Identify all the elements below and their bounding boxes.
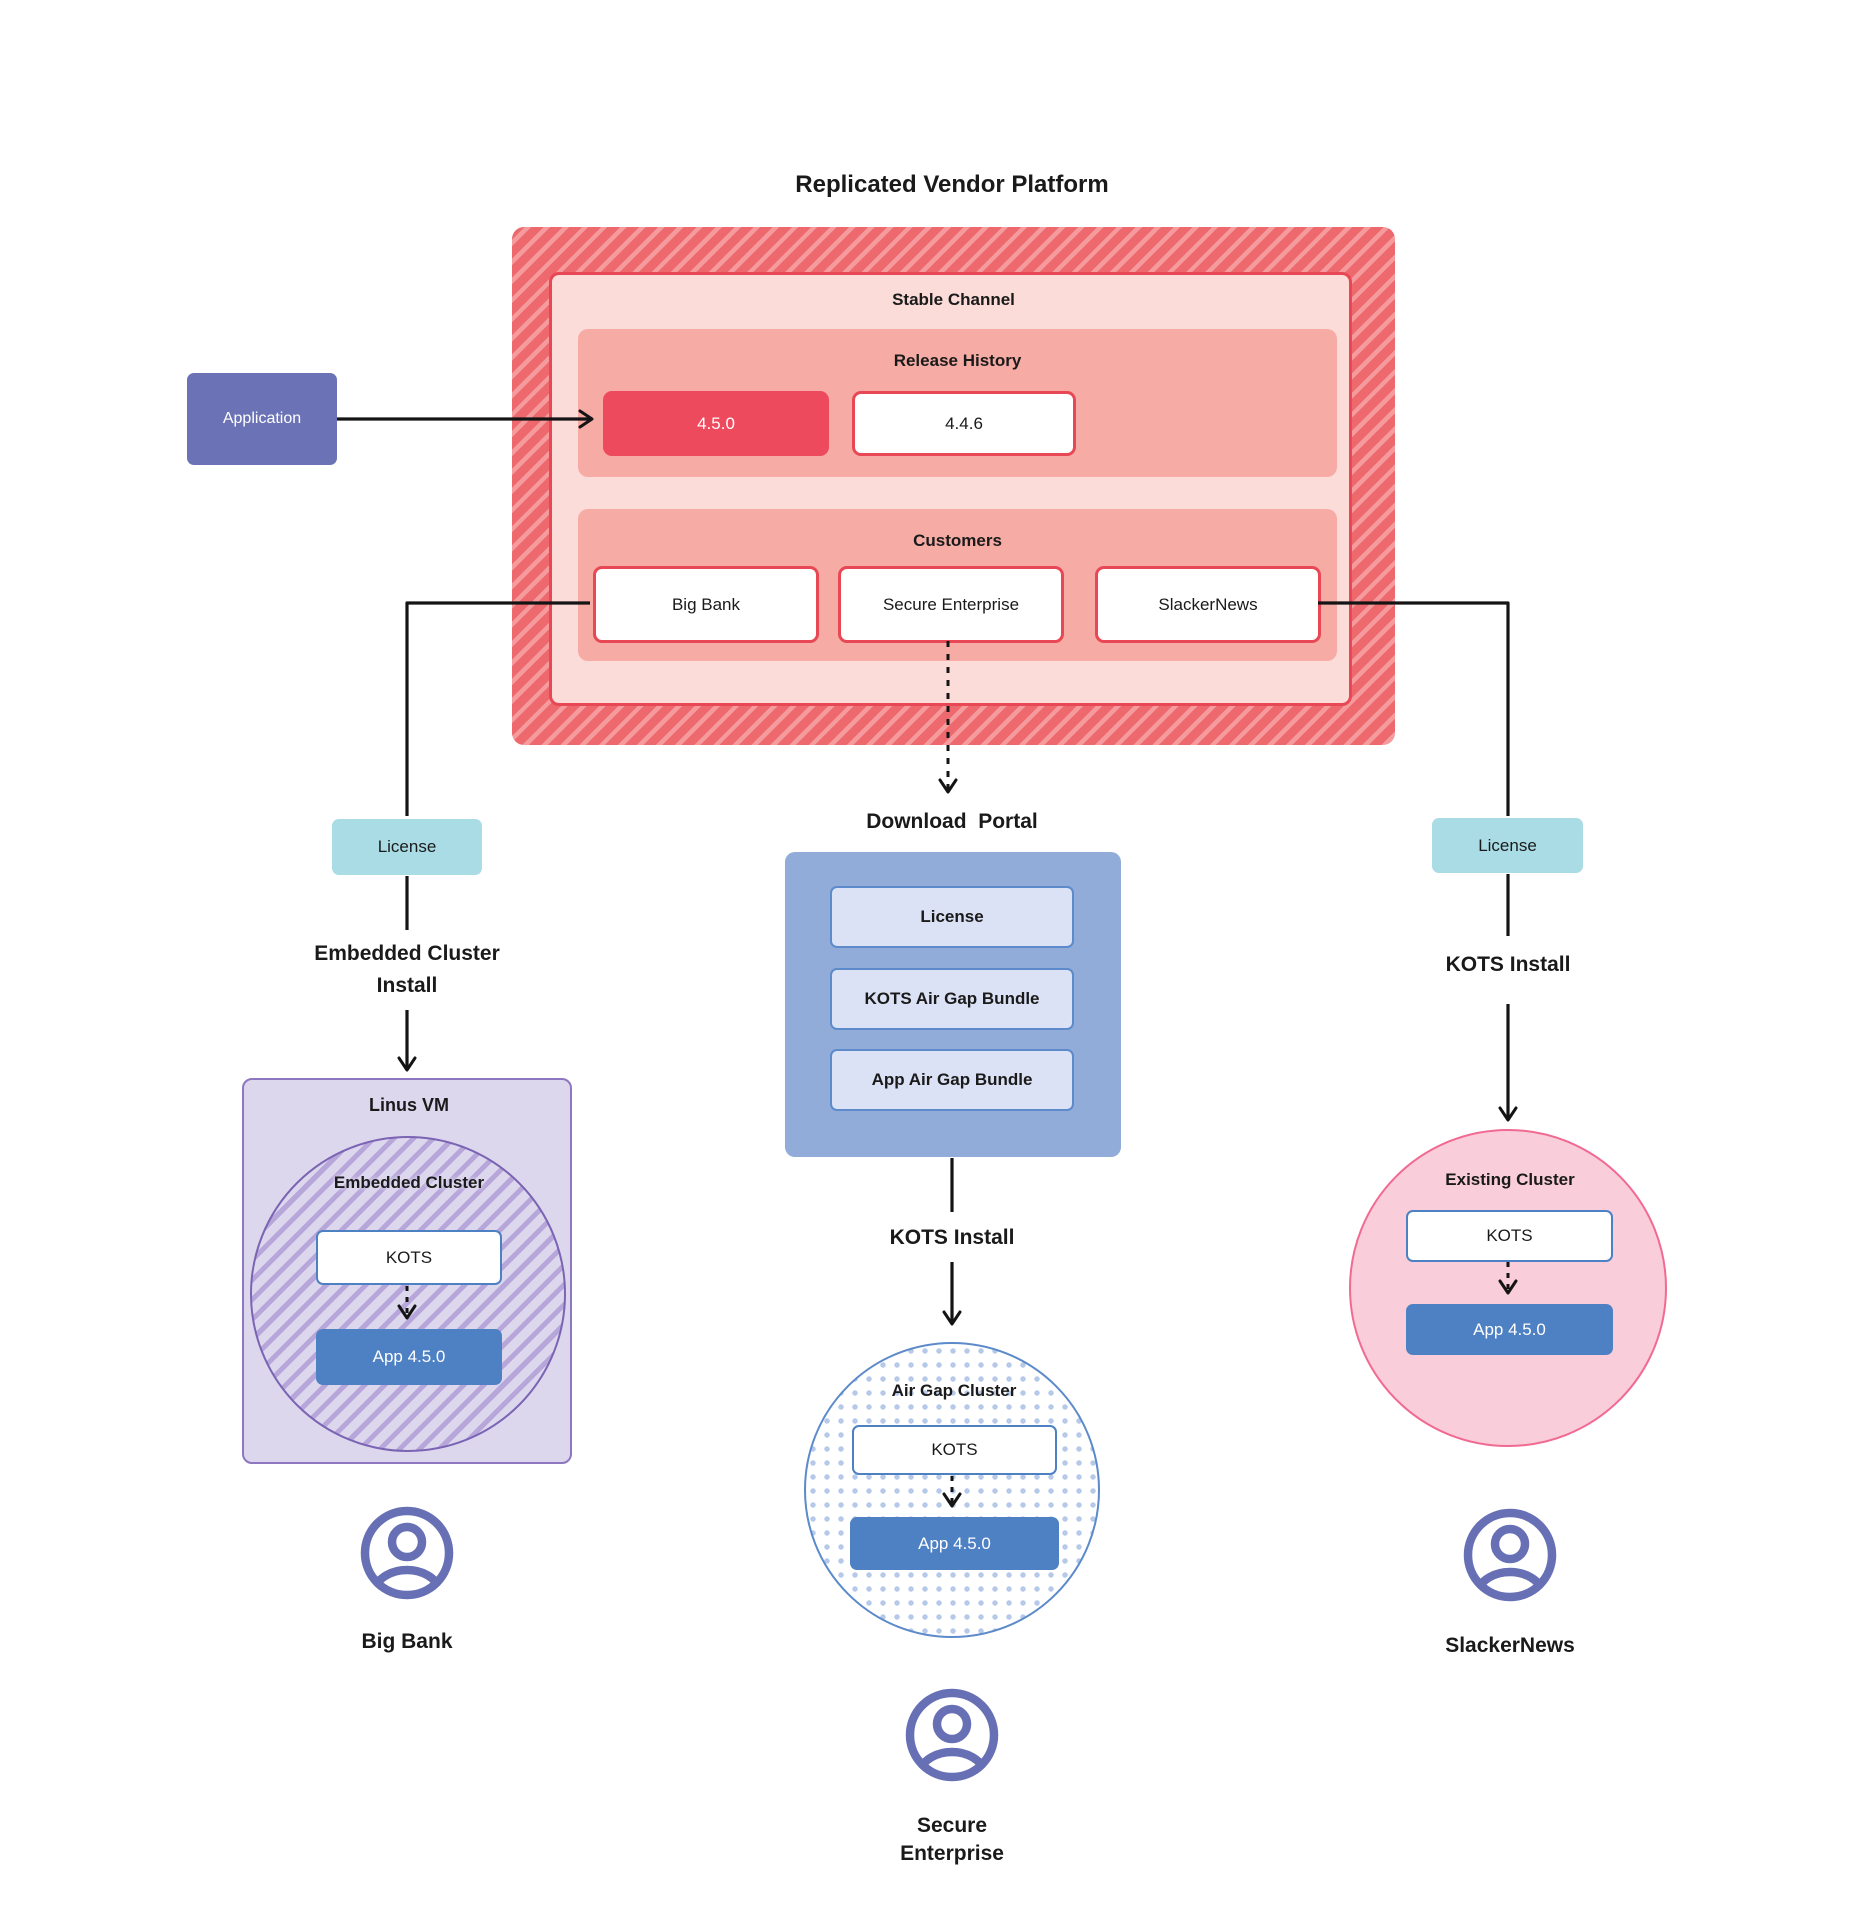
- portal-item-app-airgap-bundle[interactable]: App Air Gap Bundle: [830, 1049, 1074, 1111]
- stable-channel-box: Stable Channel Release History 4.5.0 4.4…: [549, 272, 1352, 706]
- customer-big-bank[interactable]: Big Bank: [593, 566, 819, 643]
- release-history-box: Release History 4.5.0 4.4.6: [578, 329, 1337, 477]
- user-icon: [1463, 1508, 1557, 1602]
- linus-vm-label: Linus VM: [369, 1094, 449, 1115]
- app-box-embedded[interactable]: App 4.5.0: [316, 1329, 502, 1385]
- app-box-airgap[interactable]: App 4.5.0: [850, 1517, 1059, 1570]
- release-4-5-0[interactable]: 4.5.0: [603, 391, 829, 456]
- application-box: Application: [187, 373, 337, 465]
- kots-box-existing[interactable]: KOTS: [1406, 1210, 1613, 1262]
- install-label-line1: Embedded Cluster: [314, 942, 500, 965]
- air-gap-cluster-label: Air Gap Cluster: [891, 1381, 1017, 1400]
- customer-secure-enterprise[interactable]: Secure Enterprise: [838, 566, 1064, 643]
- air-gap-cluster-circle: Air Gap Cluster KOTS App 4.5.0: [804, 1342, 1100, 1638]
- license-chip-big-bank: License: [332, 819, 482, 875]
- release-4-4-6[interactable]: 4.4.6: [852, 391, 1076, 456]
- customers-box: Customers Big Bank Secure Enterprise Sla…: [578, 509, 1337, 661]
- slackernews-user-label: SlackerNews: [1445, 1634, 1575, 1657]
- secure-enterprise-user-line2: Enterprise: [900, 1842, 1004, 1865]
- user-icon: [905, 1688, 999, 1782]
- portal-item-kots-airgap-bundle[interactable]: KOTS Air Gap Bundle: [830, 968, 1074, 1030]
- secure-enterprise-user-label: Secure Enterprise: [802, 1812, 1102, 1868]
- customers-label: Customers: [913, 531, 1002, 550]
- existing-cluster-circle: Existing Cluster KOTS App 4.5.0: [1349, 1129, 1667, 1447]
- portal-item-license[interactable]: License: [830, 886, 1074, 948]
- kots-box-airgap[interactable]: KOTS: [852, 1425, 1057, 1475]
- download-portal-box: License KOTS Air Gap Bundle App Air Gap …: [785, 852, 1121, 1157]
- app-box-existing[interactable]: App 4.5.0: [1406, 1304, 1613, 1355]
- kots-install-label-middle: KOTS Install: [889, 1226, 1015, 1249]
- embedded-cluster-label: Embedded Cluster: [333, 1173, 485, 1192]
- stable-channel-label: Stable Channel: [892, 290, 1015, 309]
- license-chip-slackernews: License: [1432, 818, 1583, 873]
- secure-enterprise-user-line1: Secure: [916, 1814, 988, 1837]
- customer-slackernews[interactable]: SlackerNews: [1095, 566, 1321, 643]
- existing-cluster-label: Existing Cluster: [1445, 1170, 1575, 1189]
- page-title: Replicated Vendor Platform: [795, 171, 1109, 198]
- embedded-cluster-install-label: Embedded Cluster Install: [257, 938, 557, 1002]
- kots-box-embedded[interactable]: KOTS: [316, 1230, 502, 1285]
- install-label-line2: Install: [376, 974, 438, 997]
- linus-vm-box: Linus VM Embedded Cluster KOTS App 4.5.0: [242, 1078, 572, 1464]
- kots-install-label-right: KOTS Install: [1445, 953, 1571, 976]
- download-portal-label: Download Portal: [866, 810, 1038, 833]
- release-history-label: Release History: [893, 351, 1022, 370]
- vendor-platform-box: Stable Channel Release History 4.5.0 4.4…: [512, 227, 1395, 745]
- big-bank-user-label: Big Bank: [361, 1630, 453, 1653]
- user-icon: [360, 1506, 454, 1600]
